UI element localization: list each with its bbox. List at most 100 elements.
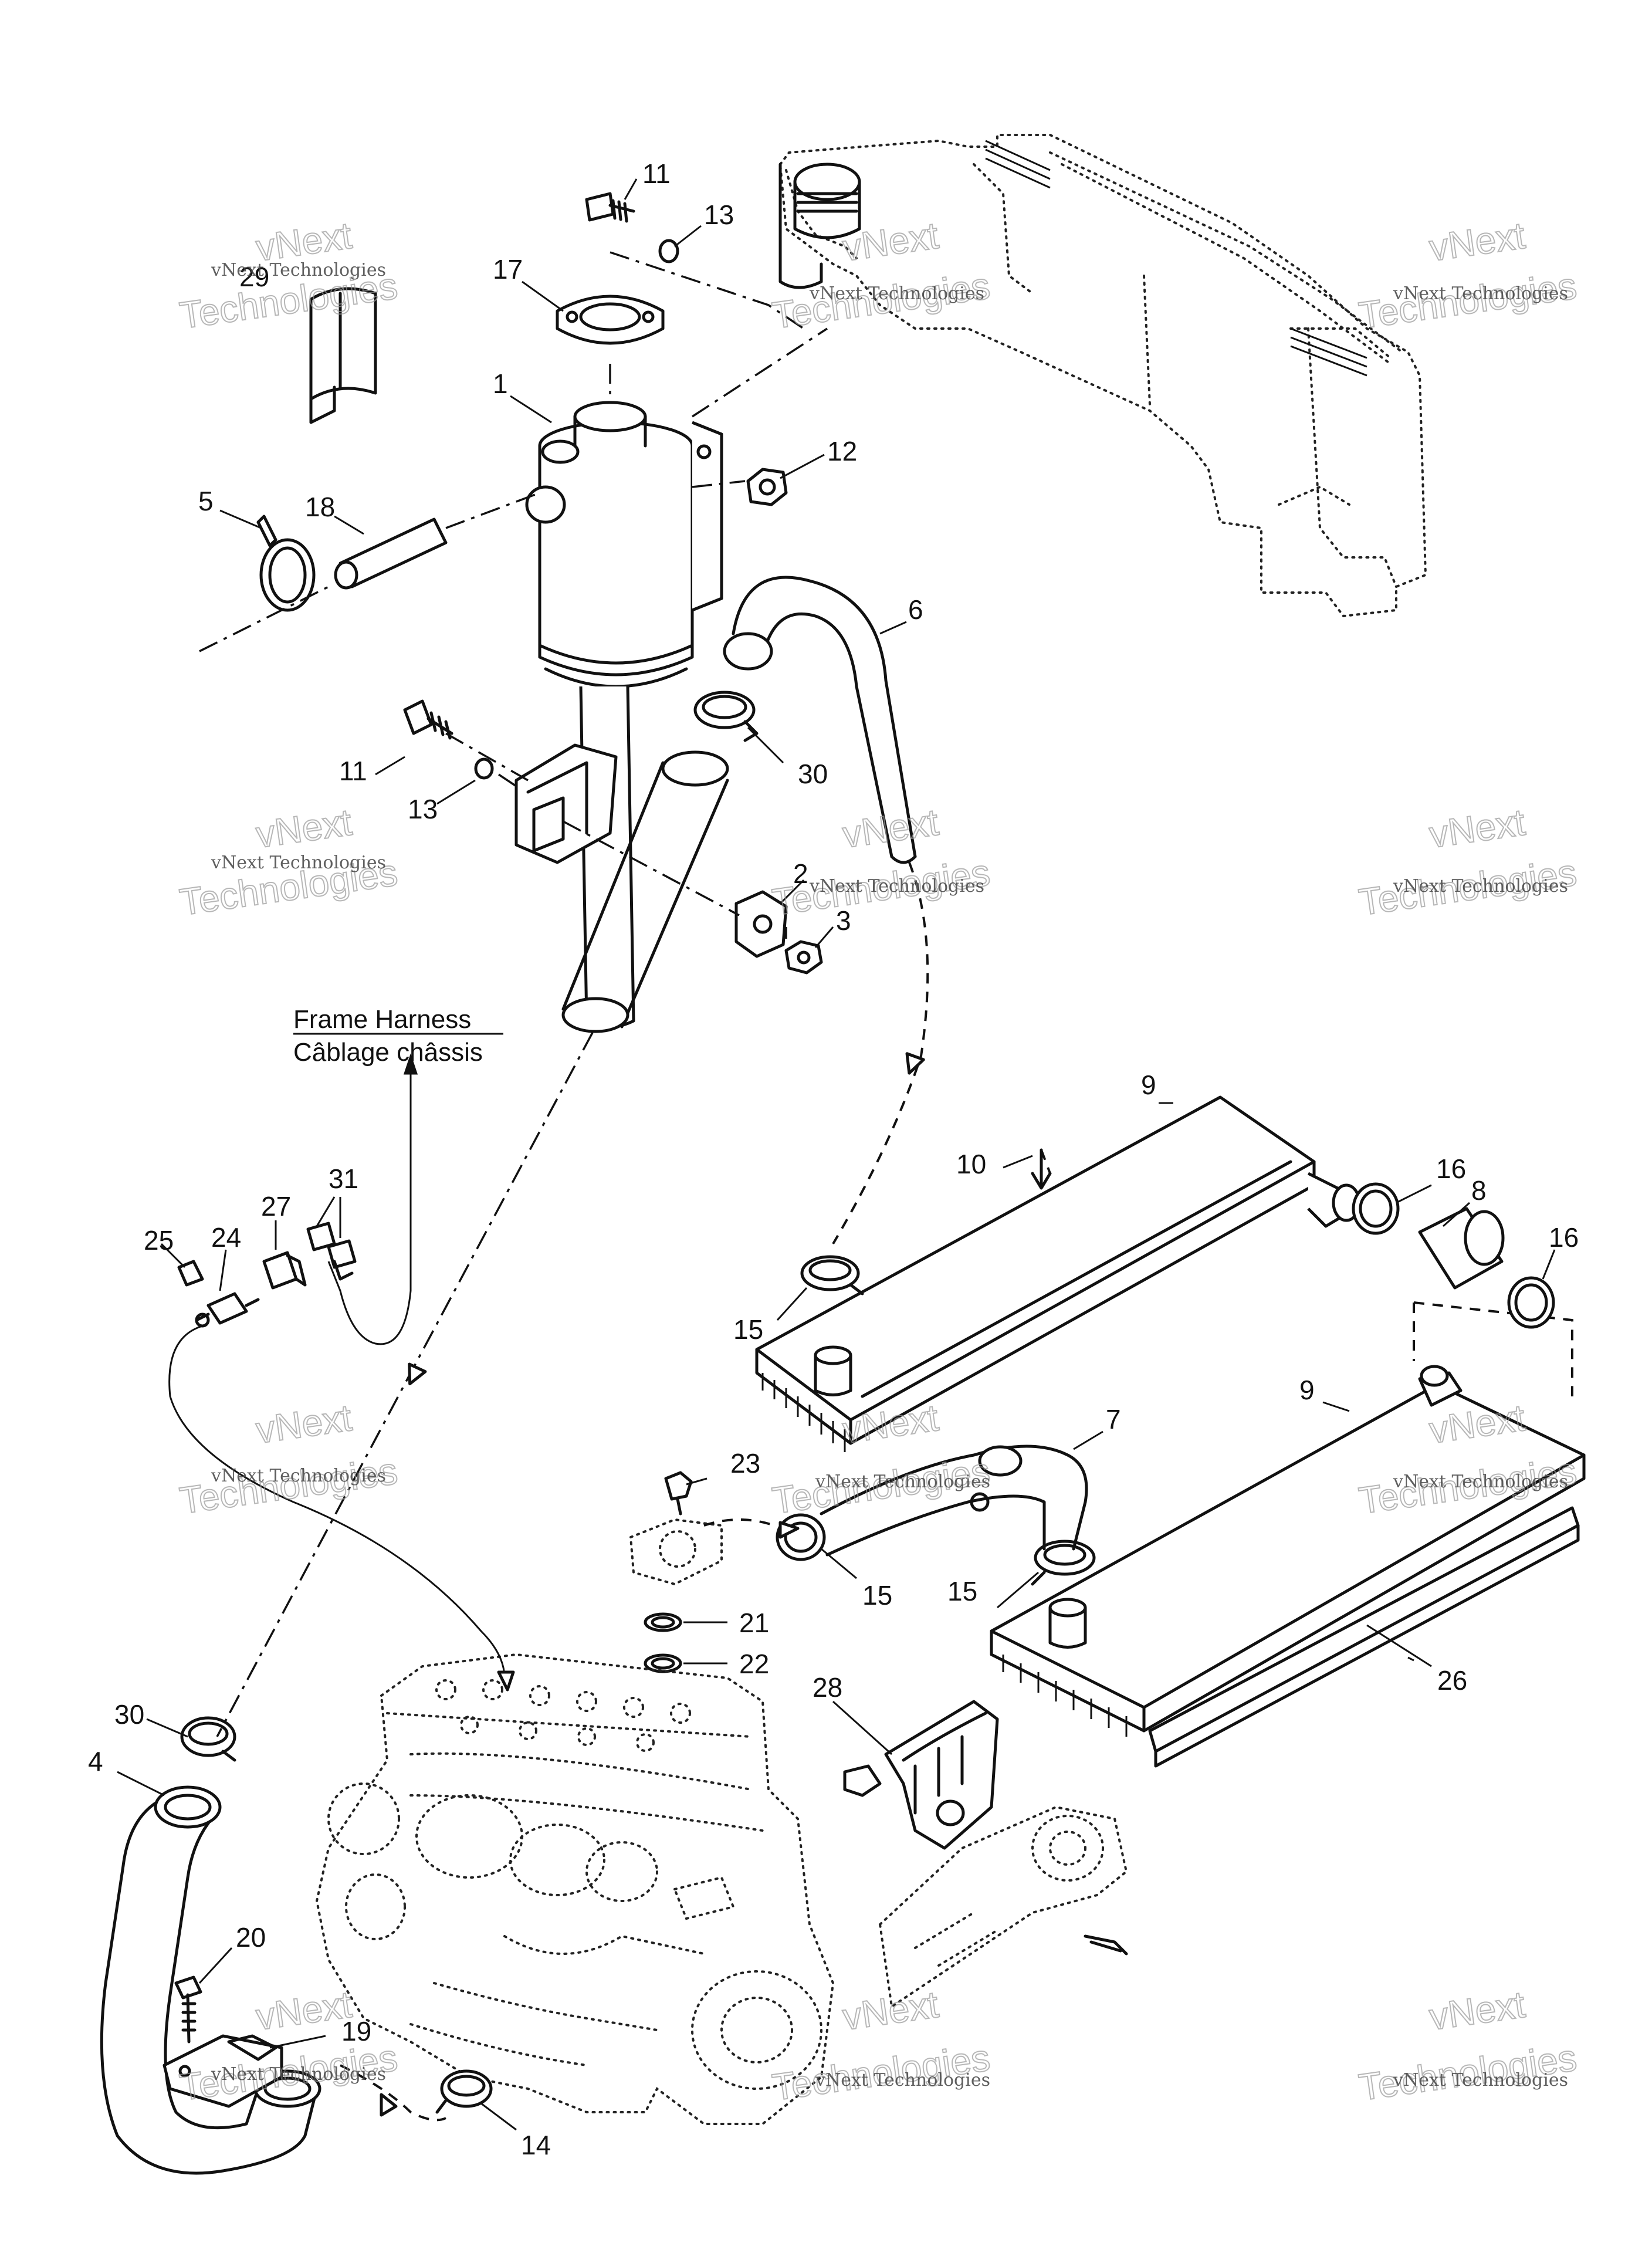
clip-2 [734, 890, 788, 958]
chassis-outline [778, 134, 1427, 618]
connector-27 [262, 1251, 307, 1290]
part-number-4: 4 [88, 1746, 103, 1777]
sensor-24 [195, 1292, 260, 1328]
svg-text:vNext: vNext [253, 1983, 354, 2038]
svg-text:vNext Technologies: vNext Technologies [815, 1471, 990, 1492]
part-number-23: 23 [730, 1448, 760, 1479]
svg-text:vNext: vNext [1427, 801, 1528, 856]
hose-4 [100, 1785, 321, 2175]
coolant-reservoir [525, 401, 723, 1029]
engine-outline [315, 1653, 835, 2125]
gasket-21 [644, 1612, 682, 1632]
svg-text:vNext Technologies: vNext Technologies [815, 2070, 990, 2090]
part-number-30-upper: 30 [798, 759, 828, 789]
connection-lines [168, 251, 1052, 2122]
part-number-17: 17 [493, 254, 523, 285]
hose-6 [723, 576, 917, 864]
gasket-22 [644, 1653, 682, 1673]
part-number-31: 31 [329, 1163, 358, 1194]
sensor-23 [664, 1471, 693, 1515]
clamp-15-lower [1031, 1540, 1096, 1586]
watermark: vNext Technologies vNext Technologies [177, 800, 401, 924]
part-leaders [117, 178, 1556, 2131]
part-number-15-lower: 15 [947, 1576, 977, 1606]
watermark: vNext Technologies vNext Technologies [1356, 1983, 1580, 2109]
frame-harness-en: Frame Harness [293, 1005, 471, 1034]
part-number-26: 26 [1437, 1665, 1467, 1696]
heat-shield-29 [309, 287, 377, 424]
part-number-11-top: 11 [642, 158, 671, 189]
part-number-21: 21 [739, 1608, 769, 1638]
frame-harness-fr: Câblage châssis [293, 1038, 483, 1067]
svg-text:vNext: vNext [253, 1396, 354, 1452]
radiator-9-lower [990, 1365, 1586, 1737]
rail-26 [1148, 1506, 1580, 1768]
hose-8 [1418, 1207, 1505, 1290]
svg-text:vNext Technologies: vNext Technologies [1393, 2070, 1568, 2090]
part-number-15-middle: 15 [862, 1580, 892, 1611]
svg-text:vNext: vNext [840, 1983, 941, 2038]
clamp-16-a [1352, 1182, 1400, 1235]
svg-text:vNext: vNext [1427, 214, 1528, 269]
bracket-19 [163, 2034, 283, 2108]
svg-text:vNext Technologies: vNext Technologies [211, 1466, 386, 1486]
pipe-tube [561, 750, 729, 1033]
part-number-1: 1 [493, 368, 508, 399]
part-number-25: 25 [144, 1225, 174, 1256]
part-number-15-upper: 15 [733, 1314, 763, 1345]
screw-20 [174, 1975, 202, 2044]
part-number-7: 7 [1106, 1404, 1121, 1435]
hose-7 [820, 1445, 1088, 1557]
part-number-16-b: 16 [1549, 1222, 1579, 1253]
svg-text:vNext: vNext [840, 801, 941, 856]
part-number-5: 5 [198, 486, 214, 516]
clamp-30-lower [180, 1716, 236, 1762]
radiator-9-upper [755, 1095, 1361, 1452]
svg-text:vNext Technologies: vNext Technologies [809, 283, 984, 304]
part-number-24: 24 [211, 1222, 241, 1253]
part-number-6: 6 [908, 594, 923, 625]
part-number-14: 14 [521, 2130, 551, 2160]
svg-text:vNext Technologies: vNext Technologies [211, 260, 386, 280]
svg-text:vNext: vNext [840, 214, 941, 269]
part-number-28: 28 [813, 1672, 842, 1703]
part-number-18: 18 [305, 492, 335, 522]
part-number-20: 20 [236, 1922, 266, 1953]
svg-text:vNext Technologies: vNext Technologies [211, 2064, 386, 2085]
clamp-30-upper [693, 691, 759, 742]
nut-3 [784, 940, 823, 975]
washer-13-middle [474, 757, 494, 780]
frame-harness-label: Frame Harness Câblage châssis [293, 1005, 503, 1067]
svg-text:vNext: vNext [1427, 1983, 1528, 2038]
clamp-16-b [1507, 1276, 1555, 1329]
part-number-27: 27 [261, 1191, 291, 1222]
part-number-30-lower: 30 [114, 1699, 144, 1730]
watermark: vNext Technologies vNext Technologies [177, 1396, 401, 1523]
clamp-14 [435, 2069, 493, 2114]
connector-31 [306, 1222, 357, 1281]
reservoir-bracket [514, 743, 618, 864]
clamp-15-middle [776, 1513, 826, 1561]
part-number-8: 8 [1471, 1175, 1487, 1206]
watermark: vNext Technologies vNext Technologies [769, 1983, 993, 2109]
part-number-16-a: 16 [1436, 1153, 1466, 1184]
svg-text:vNext Technologies: vNext Technologies [809, 876, 984, 897]
part-number-2: 2 [793, 858, 808, 889]
engine-mount-28 [843, 1700, 999, 1850]
svg-text:vNext Technologies: vNext Technologies [1393, 1471, 1568, 1492]
clamp-5 [256, 515, 316, 612]
part-number-11-middle: 11 [339, 756, 367, 786]
part-number-12: 12 [827, 436, 857, 466]
reservoir-cap [556, 295, 665, 345]
part-number-22: 22 [739, 1649, 769, 1679]
clamp-15-upper [800, 1255, 864, 1295]
part-number-29: 29 [239, 262, 269, 292]
thermostat-housing [629, 1518, 723, 1586]
screw-11-top [585, 192, 635, 223]
washer-13-top [658, 239, 679, 263]
watermark: vNext Technologies vNext Technologies [1356, 214, 1580, 337]
part-number-3: 3 [836, 905, 851, 936]
nut-12 [746, 468, 788, 506]
